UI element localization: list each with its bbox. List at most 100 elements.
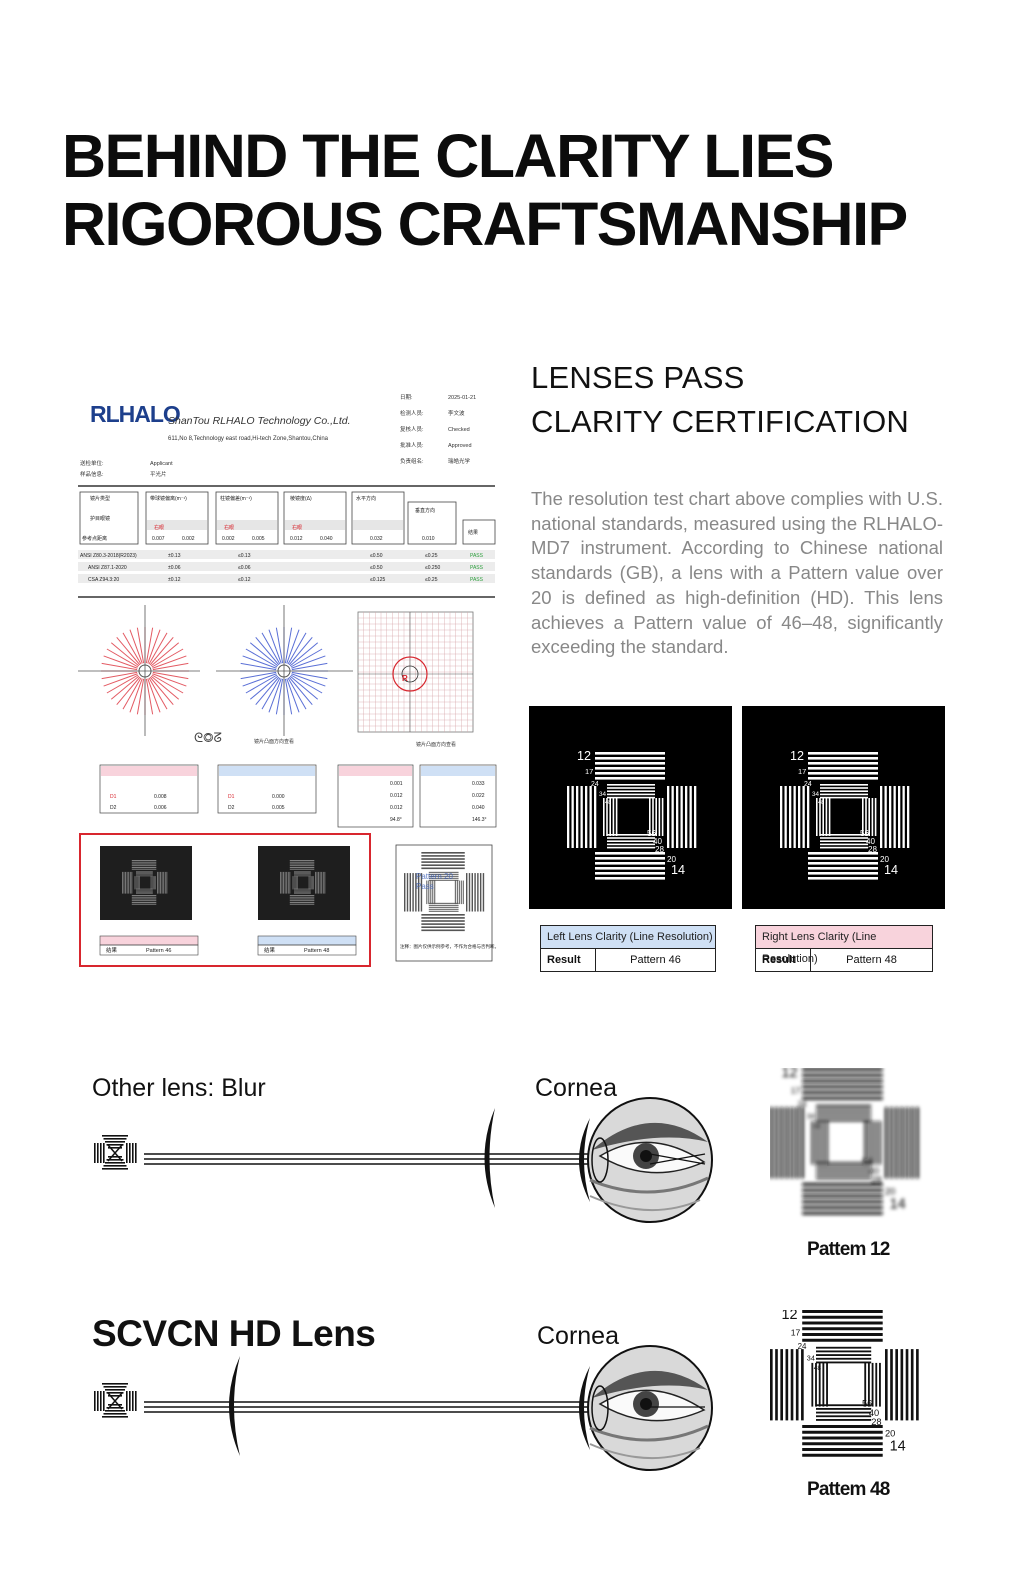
svg-text:56: 56	[862, 1399, 872, 1409]
svg-text:≤0.250: ≤0.250	[425, 565, 440, 571]
svg-text:24: 24	[798, 1100, 807, 1109]
svg-text:复核人员:: 复核人员:	[400, 425, 424, 433]
test-report-document: RLHALO ShanTou RLHALO Technology Co.,Ltd…	[78, 394, 499, 967]
svg-text:24: 24	[591, 781, 599, 788]
svg-text:0.006: 0.006	[154, 805, 167, 811]
right-lens-caption: Right Lens Clarity (Line Resolution)	[756, 926, 932, 965]
svg-text:17: 17	[791, 1327, 801, 1337]
svg-text:94.8°: 94.8°	[390, 817, 402, 823]
cornea-label-bottom: Cornea	[537, 1322, 619, 1350]
report-company: ShanTou RLHALO Technology Co.,Ltd.	[168, 415, 351, 427]
svg-text:40: 40	[869, 1166, 879, 1176]
svg-text:李文波: 李文波	[448, 409, 465, 417]
svg-text:ANSI Z87.1-2020: ANSI Z87.1-2020	[88, 565, 127, 571]
svg-text:结果: 结果	[264, 946, 276, 954]
other-lens-diagram	[94, 1097, 713, 1223]
svg-text:棱镜度(Δ): 棱镜度(Δ)	[290, 495, 312, 502]
svg-text:≤0.25: ≤0.25	[425, 553, 438, 559]
svg-text:48: 48	[818, 800, 824, 806]
svg-text:ANSI Z80.3-2018(R2023): ANSI Z80.3-2018(R2023)	[80, 553, 137, 559]
svg-text:48: 48	[814, 1365, 822, 1372]
svg-text:34: 34	[807, 1354, 815, 1363]
right-result-key: Result	[756, 949, 811, 971]
svg-text:PASS: PASS	[470, 577, 484, 583]
svg-text:0.008: 0.008	[154, 794, 167, 800]
svg-text:参考点距离: 参考点距离	[82, 535, 107, 542]
svg-text:镜片类型: 镜片类型	[90, 495, 110, 502]
hd-lens-shape	[229, 1356, 240, 1456]
svg-text:批准人员:: 批准人员:	[400, 441, 424, 449]
left-lens-caption-box: Left Lens Clarity (Line Resolution) Resu…	[540, 925, 716, 972]
svg-text:水平方向: 水平方向	[356, 495, 376, 502]
svg-text:0.007: 0.007	[152, 536, 165, 542]
svg-text:40: 40	[866, 837, 876, 846]
svg-text:28: 28	[871, 1417, 881, 1427]
other-lens-label: Other lens: Blur	[92, 1074, 266, 1102]
svg-text:0.002: 0.002	[222, 536, 235, 542]
svg-text:样品信息:: 样品信息:	[80, 470, 104, 478]
svg-text:负责组名:: 负责组名:	[400, 457, 424, 465]
svg-text:右眼: 右眼	[224, 524, 234, 531]
svg-text:Pass: Pass	[416, 882, 434, 891]
svg-text:17: 17	[585, 767, 593, 776]
svg-text:Pattern 20: Pattern 20	[416, 872, 453, 881]
svg-text:0.040: 0.040	[320, 536, 333, 542]
svg-text:0.012: 0.012	[290, 536, 303, 542]
certification-title: LENSES PASS CLARITY CERTIFICATION	[531, 356, 971, 444]
svg-text:带球镜偏离(m⁻¹): 带球镜偏离(m⁻¹)	[150, 495, 187, 502]
svg-text:48: 48	[814, 1123, 822, 1130]
svg-text:48: 48	[605, 800, 611, 806]
svg-text:≤0.13: ≤0.13	[238, 553, 251, 559]
svg-text:12: 12	[790, 749, 804, 763]
svg-text:14: 14	[884, 863, 898, 877]
svg-text:0.002: 0.002	[182, 536, 195, 542]
svg-text:≤0.25: ≤0.25	[425, 577, 438, 583]
svg-text:40: 40	[869, 1408, 879, 1418]
svg-text:12: 12	[577, 749, 591, 763]
svg-text:镜片凸面方向查看: 镜片凸面方向查看	[416, 741, 456, 748]
report-logo: RLHALO	[90, 401, 180, 427]
svg-text:平光片: 平光片	[150, 470, 167, 478]
svg-text:146.3°: 146.3°	[472, 817, 487, 823]
svg-text:≤0.50: ≤0.50	[370, 565, 383, 571]
svg-text:14: 14	[890, 1196, 906, 1212]
svg-text:D1: D1	[228, 794, 235, 800]
left-result-value: Pattern 46	[630, 954, 681, 966]
svg-text:20: 20	[880, 855, 890, 864]
svg-text:0.000: 0.000	[272, 794, 285, 800]
svg-text:瑞皓光学: 瑞皓光学	[448, 457, 471, 465]
hd-lens-label: SCVCN HD Lens	[92, 1313, 376, 1354]
svg-text:≤0.125: ≤0.125	[370, 577, 385, 583]
svg-text:0.001: 0.001	[390, 781, 403, 787]
svg-text:20: 20	[885, 1187, 895, 1197]
svg-text:0.005: 0.005	[252, 536, 265, 542]
svg-text:12: 12	[782, 1310, 798, 1323]
left-result-key: Result	[541, 949, 596, 971]
svg-text:垂直方向: 垂直方向	[415, 507, 435, 514]
svg-text:0.005: 0.005	[272, 805, 285, 811]
svg-text:柱镜偏差(m⁻¹): 柱镜偏差(m⁻¹)	[220, 495, 252, 502]
report-meta: 日期:2025-01-21 检测人员:李文波 复核人员:Checked 批准人员…	[80, 394, 476, 478]
svg-text:检测人员:: 检测人员:	[400, 409, 424, 417]
svg-text:34: 34	[807, 1112, 815, 1121]
svg-text:送检单位:: 送检单位:	[80, 459, 104, 467]
svg-text:结果: 结果	[468, 529, 478, 536]
svg-text:≤0.06: ≤0.06	[238, 565, 251, 571]
svg-text:28: 28	[871, 1175, 881, 1185]
svg-text:0.033: 0.033	[472, 781, 485, 787]
headline-line-2: RIGOROUS CRAFTSMANSHIP	[62, 190, 908, 258]
svg-text:PASS: PASS	[470, 565, 484, 571]
svg-text:17: 17	[791, 1085, 801, 1095]
report-applicant: Applicant	[150, 461, 173, 467]
svg-text:14: 14	[671, 863, 685, 877]
report-standards: ANSI Z80.3-2018(R2023)±0.13≤0.13≤0.50≤0.…	[80, 553, 484, 583]
svg-text:0.040: 0.040	[472, 805, 485, 811]
svg-text:Pattern 48: Pattern 48	[304, 948, 329, 954]
svg-text:0.012: 0.012	[390, 793, 403, 799]
svg-text:56: 56	[860, 829, 870, 838]
